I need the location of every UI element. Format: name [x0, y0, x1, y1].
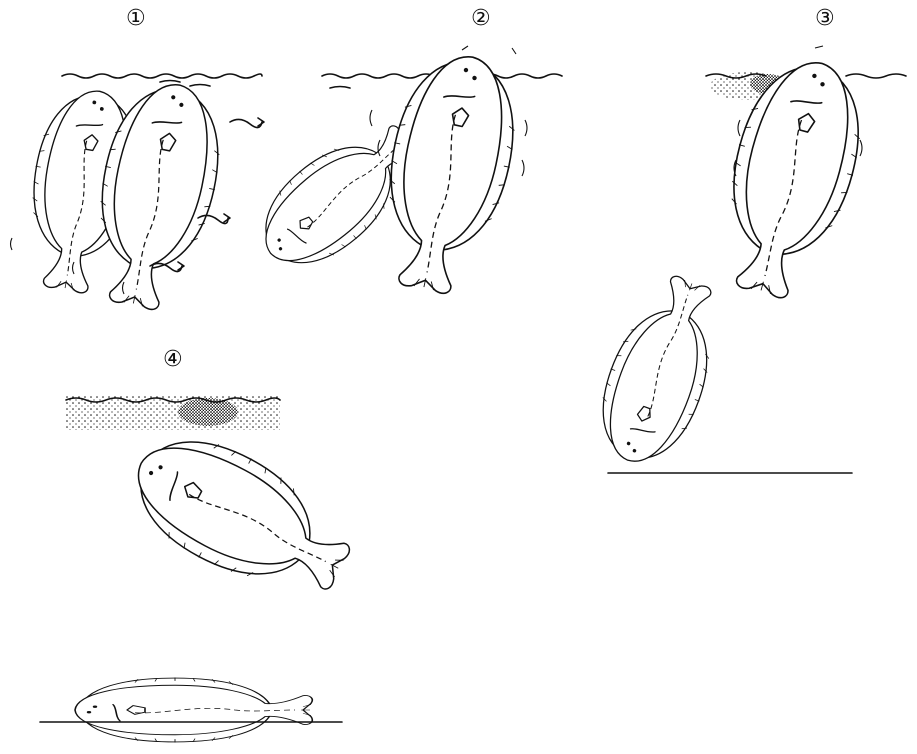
panel-4-resting	[40, 678, 342, 743]
panel-4	[66, 396, 366, 619]
flounder-4b	[75, 678, 312, 743]
panel-3	[703, 46, 906, 308]
stage-label-2: ②	[471, 8, 491, 30]
stage-label-3: ③	[815, 8, 835, 30]
stage-label-4: ④	[163, 349, 183, 371]
flounder-2b	[366, 45, 531, 302]
panel-3-settling	[583, 266, 852, 477]
stage-label-1: ①	[126, 8, 146, 30]
panel-1	[11, 73, 265, 317]
flounder-3b	[583, 266, 737, 477]
flounder-4	[115, 414, 367, 619]
water-surface-1	[62, 74, 262, 78]
panel-2	[242, 45, 562, 302]
